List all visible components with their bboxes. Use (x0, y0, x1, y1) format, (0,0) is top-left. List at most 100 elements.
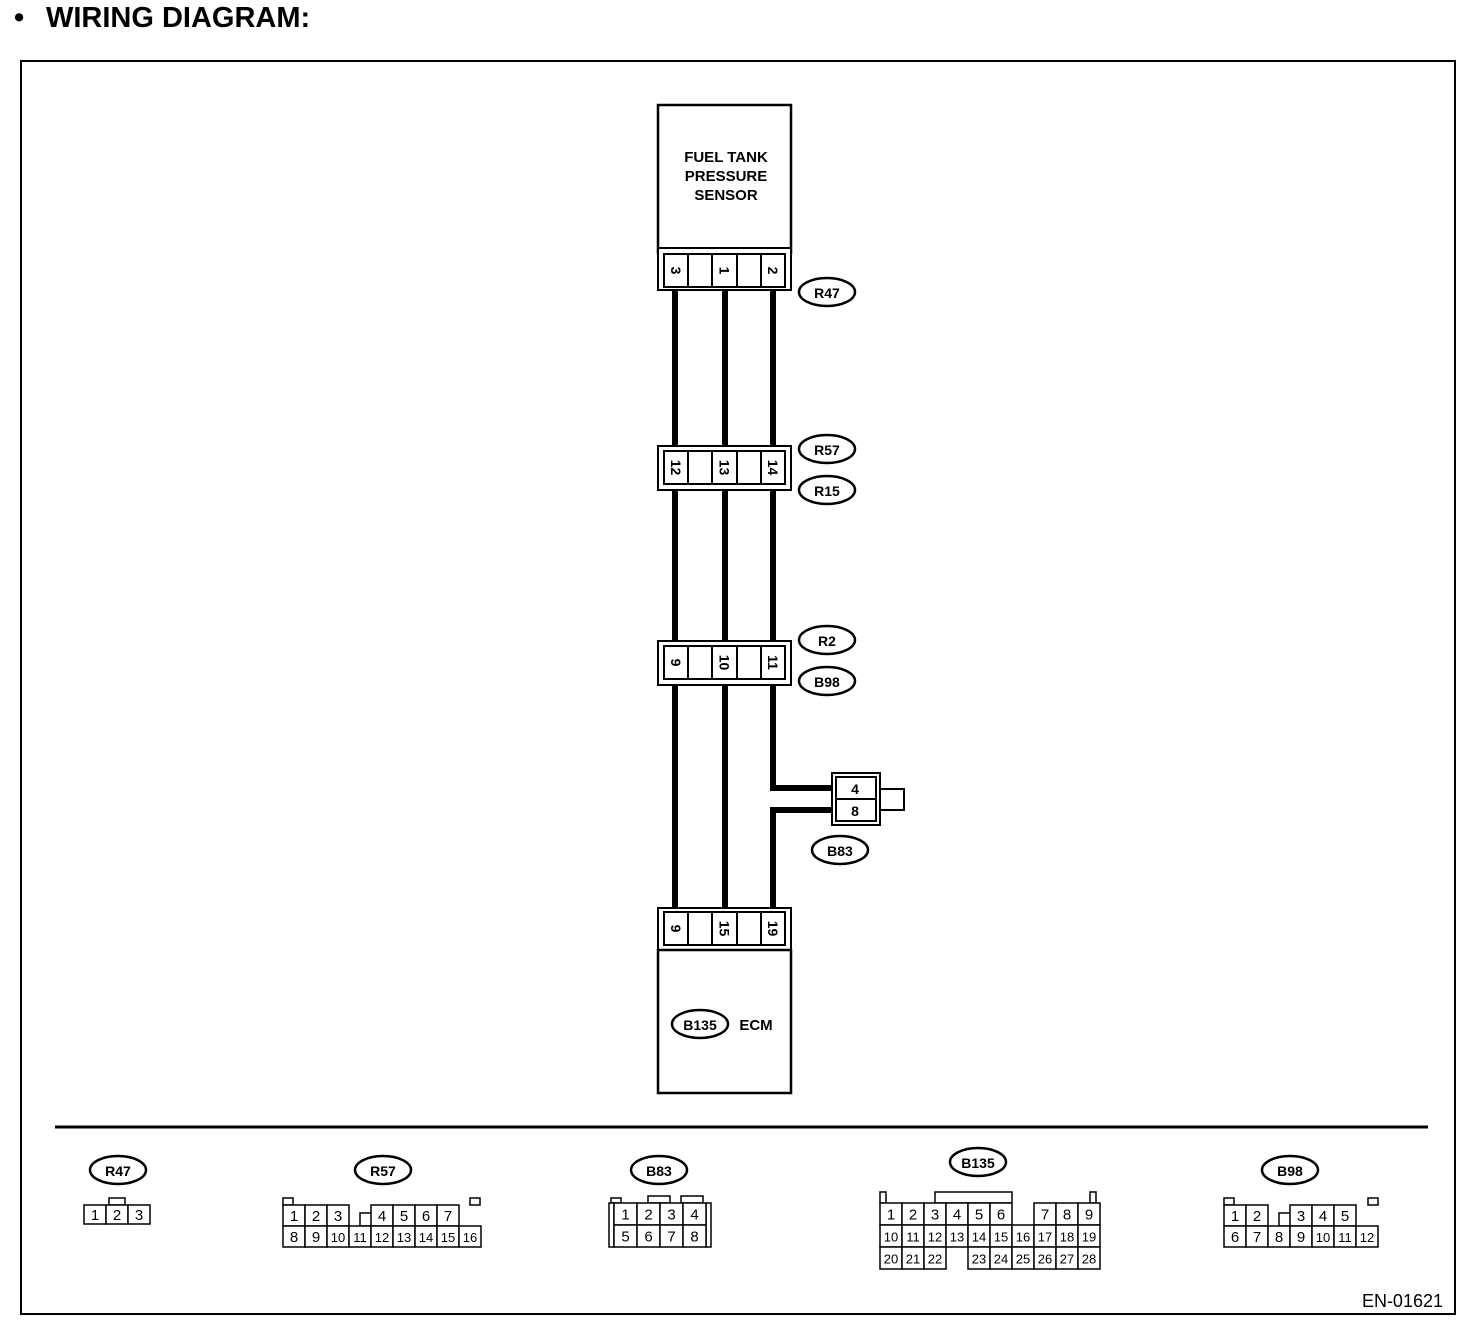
figure-code: EN-01621 (1362, 1291, 1443, 1311)
pin-number-15: 15 (994, 1230, 1008, 1245)
label-r15: R15 (797, 474, 857, 506)
sensor-name-line-2: PRESSURE (685, 168, 768, 185)
joint-r57-r15-pin-12: 12 (668, 460, 684, 476)
pin-cell (682, 1224, 707, 1248)
pin-number-24: 24 (994, 1252, 1008, 1267)
joint-r2-b98-pin-11: 11 (765, 655, 781, 670)
pin-number-13: 13 (397, 1230, 411, 1245)
pin-number-14: 14 (972, 1230, 986, 1245)
pin-number-12: 12 (375, 1230, 389, 1245)
pin-number-22: 22 (928, 1252, 942, 1267)
pin-cell (1355, 1225, 1379, 1248)
b83-pin-8: 8 (851, 803, 859, 819)
pin-number-10: 10 (331, 1230, 345, 1245)
pin-number-18: 18 (1060, 1230, 1074, 1245)
label-b83: B83 (810, 834, 870, 866)
ecm-name: ECM (739, 1017, 772, 1034)
ecm-connector-label: B135 (683, 1017, 717, 1033)
label-r2: R2 (797, 624, 857, 656)
pin-number-5: 5 (621, 1229, 629, 1246)
wire-3-from-b83-pin8 (770, 807, 836, 912)
pin-number-7: 7 (444, 1208, 452, 1225)
pin-number-9: 9 (312, 1229, 320, 1246)
sensor-pin-2: 2 (765, 267, 781, 275)
pin-number-4: 4 (1319, 1208, 1327, 1225)
label-r2-text: R2 (818, 633, 836, 649)
sensor-name-line-3: SENSOR (694, 187, 758, 204)
sensor-pin-3: 3 (668, 267, 684, 275)
connector-b83: 4 8 (831, 772, 905, 826)
ecm-pin-15: 15 (717, 921, 733, 937)
pin-number-2: 2 (113, 1207, 121, 1224)
pin-number-14: 14 (419, 1230, 433, 1245)
wire-3-to-b83-pin4 (770, 683, 836, 791)
connector-tab (680, 1195, 704, 1204)
sensor-connector-pins: 3 1 2 (668, 254, 781, 287)
pin-cell (458, 1225, 482, 1248)
pin-number-25: 25 (1016, 1252, 1030, 1267)
pin-number-3: 3 (931, 1207, 939, 1224)
b83-pin-4: 4 (851, 781, 859, 797)
wires (672, 288, 836, 912)
pin-number-5: 5 (400, 1208, 408, 1225)
pin-number-3: 3 (667, 1207, 675, 1224)
pin-number-4: 4 (953, 1207, 961, 1224)
connector-tab (1223, 1197, 1235, 1206)
pin-number-11: 11 (353, 1230, 367, 1245)
pin-number-20: 20 (884, 1252, 898, 1267)
pin-number-12: 12 (1360, 1230, 1374, 1245)
label-r47: R47 (797, 276, 857, 308)
label-r47-text: R47 (814, 285, 840, 301)
label-r57-text: R57 (814, 442, 840, 458)
pin-number-15: 15 (441, 1230, 455, 1245)
pin-cell (127, 1204, 151, 1225)
ecm-pin-9: 9 (668, 925, 684, 933)
pin-number-6: 6 (422, 1208, 430, 1225)
pin-number-26: 26 (1038, 1252, 1052, 1267)
pin-number-2: 2 (909, 1207, 917, 1224)
pin-number-16: 16 (1016, 1230, 1030, 1245)
pin-number-2: 2 (1253, 1208, 1261, 1225)
connector-view-label: B98 (1277, 1163, 1303, 1179)
heading-title: WIRING DIAGRAM: (46, 2, 311, 34)
pin-number-8: 8 (1275, 1229, 1283, 1246)
pin-number-11: 11 (1338, 1230, 1352, 1245)
connector-view-label: R47 (105, 1163, 131, 1179)
pin-number-1: 1 (887, 1207, 895, 1224)
pin-number-5: 5 (975, 1207, 983, 1224)
connector-tab (647, 1195, 671, 1204)
bullet: • (14, 2, 25, 34)
pin-number-3: 3 (135, 1207, 143, 1224)
connector-tab (282, 1197, 294, 1206)
label-r57: R57 (797, 433, 857, 465)
pin-number-6: 6 (644, 1229, 652, 1246)
joint-r2-b98-pin-10: 10 (717, 655, 733, 671)
pin-number-17: 17 (1038, 1230, 1052, 1245)
sensor-pin-1: 1 (717, 267, 733, 275)
pin-number-8: 8 (1063, 1207, 1071, 1224)
pin-number-10: 10 (884, 1230, 898, 1245)
label-b98: B98 (797, 665, 857, 697)
pin-number-1: 1 (91, 1207, 99, 1224)
pin-number-19: 19 (1082, 1230, 1096, 1245)
connector-tab (469, 1197, 481, 1206)
pin-number-1: 1 (290, 1208, 298, 1225)
ecm-connector-pins: 9 15 19 (668, 912, 781, 945)
ecm-pin-19: 19 (765, 921, 781, 937)
pin-number-7: 7 (1041, 1207, 1049, 1224)
pin-number-28: 28 (1082, 1252, 1096, 1267)
diagram-frame (20, 60, 1456, 1315)
pin-number-23: 23 (972, 1252, 986, 1267)
connector-view-label: B83 (646, 1163, 672, 1179)
connector-view-label: B135 (961, 1155, 995, 1171)
connector-tab (1367, 1197, 1379, 1206)
pin-cell (1077, 1246, 1101, 1270)
pin-number-16: 16 (463, 1230, 477, 1245)
pin-number-9: 9 (1085, 1207, 1093, 1224)
